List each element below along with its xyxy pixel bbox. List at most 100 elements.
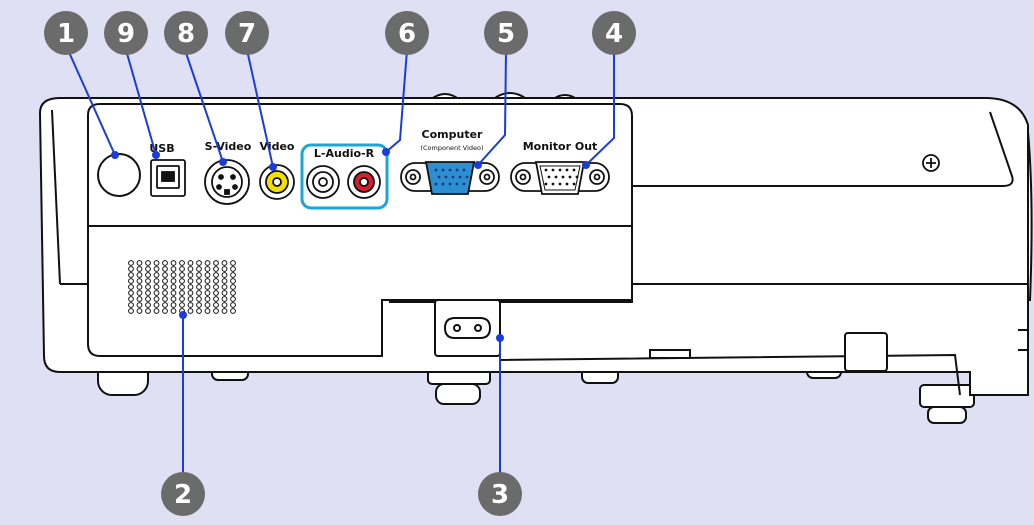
grille-hole <box>213 302 219 308</box>
rear-adjust-foot <box>919 384 975 408</box>
monitor-out-label: Monitor Out <box>523 140 598 153</box>
grille-hole <box>145 290 151 296</box>
grille-hole <box>128 266 134 272</box>
callout-8: 8 <box>164 11 208 55</box>
grille-hole <box>153 272 160 278</box>
grille-hole <box>196 290 202 296</box>
grille-hole <box>230 296 236 302</box>
grille-hole <box>213 272 219 278</box>
leader-8 <box>184 49 224 163</box>
grille-hole <box>230 284 236 290</box>
callout-number: 5 <box>497 19 515 49</box>
grille-hole <box>162 302 168 308</box>
pin <box>544 168 548 172</box>
grille-hole <box>128 302 134 308</box>
grille-hole <box>187 296 194 302</box>
grille-hole <box>204 284 211 290</box>
grille-hole <box>170 260 177 266</box>
grille-hole <box>221 296 228 302</box>
grille-hole <box>221 272 228 278</box>
grille-hole <box>136 302 143 308</box>
grille-hole <box>162 278 168 284</box>
grille-hole <box>128 260 134 266</box>
side-grip <box>1027 131 1033 301</box>
pin <box>558 182 562 186</box>
pin <box>547 175 551 179</box>
grille-hole <box>187 308 194 314</box>
grille-hole <box>187 260 194 266</box>
grille-hole <box>221 302 228 308</box>
grille-hole <box>179 260 185 266</box>
pin <box>575 175 579 179</box>
grille-hole <box>153 308 160 314</box>
leader-5 <box>477 49 507 166</box>
leader-7 <box>246 49 274 168</box>
grille-hole <box>221 284 228 290</box>
grille-hole <box>170 284 177 290</box>
grille-hole <box>213 260 219 266</box>
pin <box>451 175 455 179</box>
lamp-cover <box>599 105 1014 187</box>
grille-hole <box>145 284 151 290</box>
grille-hole <box>162 296 168 302</box>
grille-hole <box>136 290 143 296</box>
usb-port <box>150 159 186 197</box>
audio-right-port <box>347 165 381 199</box>
svideo-label: S-Video <box>205 140 252 153</box>
grille-hole <box>170 290 177 296</box>
grille-hole <box>196 284 202 290</box>
pin <box>565 182 569 186</box>
grille-hole <box>204 308 211 314</box>
computer-label: Computer <box>422 128 484 141</box>
grille-hole <box>162 290 168 296</box>
grille-hole <box>179 296 185 302</box>
grille-hole <box>145 296 151 302</box>
grille-hole <box>204 302 211 308</box>
grille-hole <box>136 272 143 278</box>
callout-4: 4 <box>592 11 636 55</box>
grille-hole <box>187 284 194 290</box>
grille-hole <box>170 308 177 314</box>
remote-receiver <box>97 153 141 197</box>
grille-hole <box>179 290 185 296</box>
audio-frame <box>300 143 389 210</box>
pin <box>462 168 466 172</box>
pin <box>437 175 441 179</box>
grille-hole <box>196 308 202 314</box>
grille-hole <box>179 272 185 278</box>
callout-9: 9 <box>104 11 148 55</box>
grille-hole <box>196 260 202 266</box>
grille-hole <box>213 290 219 296</box>
grille-hole <box>136 284 143 290</box>
side-ridges <box>1018 329 1028 351</box>
grille-hole <box>170 272 177 278</box>
grille-hole <box>196 272 202 278</box>
grille-hole <box>204 290 211 296</box>
pin <box>572 168 576 172</box>
audio-label: L-Audio-R <box>314 147 375 160</box>
grille-hole <box>170 278 177 284</box>
grille-hole <box>187 272 194 278</box>
leader-lines <box>67 49 615 492</box>
callout-5: 5 <box>484 11 528 55</box>
pin <box>458 175 462 179</box>
pin <box>465 175 469 179</box>
computer-port <box>400 161 500 195</box>
leader-9 <box>125 49 157 156</box>
grille-hole <box>187 278 194 284</box>
grille-hole <box>221 308 228 314</box>
grille-hole <box>230 260 236 266</box>
pin <box>568 175 572 179</box>
rear-adjust-foot-base <box>927 406 967 424</box>
callout-2: 2 <box>161 472 205 516</box>
grille-hole <box>187 266 194 272</box>
grille-hole <box>128 290 134 296</box>
grille-hole <box>213 296 219 302</box>
pin <box>441 168 445 172</box>
pin <box>551 168 555 172</box>
grille-hole <box>136 308 143 314</box>
computer-sublabel: (Component Video) <box>420 144 483 152</box>
grille-hole <box>153 260 160 266</box>
